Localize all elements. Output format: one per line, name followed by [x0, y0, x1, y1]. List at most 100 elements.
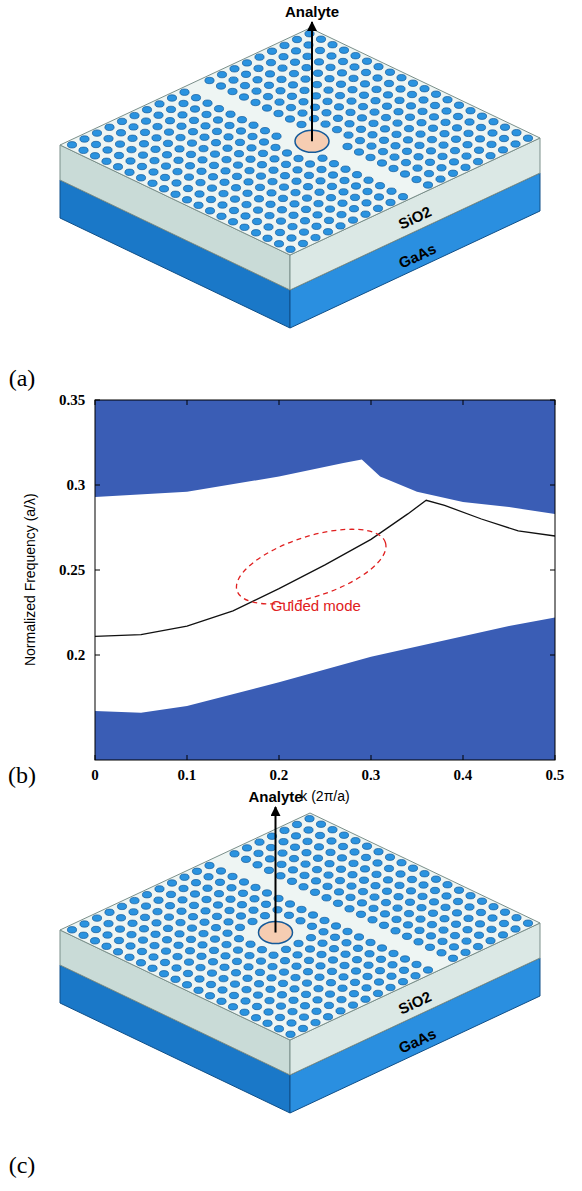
air-hole — [374, 979, 383, 985]
air-hole — [374, 194, 383, 200]
air-hole — [351, 183, 360, 189]
tick-label: 0.2 — [67, 647, 86, 664]
air-hole — [361, 69, 370, 75]
air-hole — [90, 153, 99, 159]
air-hole — [194, 202, 203, 208]
air-hole — [386, 199, 395, 205]
air-hole — [300, 872, 309, 878]
air-hole — [216, 868, 225, 874]
air-hole — [216, 83, 225, 89]
air-hole — [466, 108, 475, 114]
air-hole — [412, 176, 421, 182]
air-hole — [300, 218, 309, 224]
tick — [95, 570, 100, 571]
air-hole — [451, 921, 460, 927]
air-hole — [489, 904, 498, 910]
air-hole — [364, 962, 373, 968]
air-hole — [191, 95, 200, 101]
air-hole — [242, 845, 251, 851]
air-hole — [369, 905, 378, 911]
air-hole — [306, 935, 315, 941]
air-hole — [430, 102, 439, 108]
air-hole — [221, 168, 230, 174]
air-hole — [393, 905, 402, 911]
air-hole — [333, 115, 342, 121]
air-hole — [392, 916, 401, 922]
air-hole — [232, 173, 241, 179]
air-hole — [336, 1008, 345, 1014]
air-hole — [348, 217, 357, 223]
air-hole — [313, 212, 322, 218]
air-hole — [287, 93, 296, 99]
air-hole — [245, 952, 254, 958]
air-hole — [195, 191, 204, 197]
tick-label: 0.25 — [59, 562, 85, 579]
air-hole — [411, 973, 420, 979]
air-hole — [253, 77, 262, 83]
air-hole — [441, 119, 450, 125]
air-hole — [476, 124, 485, 130]
air-hole — [387, 973, 396, 979]
air-hole — [439, 142, 448, 148]
air-hole — [305, 161, 314, 167]
air-hole — [251, 1015, 260, 1021]
air-hole — [244, 964, 253, 970]
axis-title: Normalized Frequency (a/λ) — [22, 494, 37, 667]
air-hole — [464, 130, 473, 136]
air-hole — [161, 948, 170, 954]
air-hole — [301, 76, 310, 82]
air-hole — [288, 82, 297, 88]
air-hole — [389, 165, 398, 171]
air-hole — [153, 123, 162, 129]
air-hole — [388, 962, 397, 968]
air-hole — [269, 167, 278, 173]
air-hole — [305, 816, 314, 822]
air-hole — [301, 861, 310, 867]
air-hole — [164, 129, 173, 135]
air-hole — [354, 149, 363, 155]
air-hole — [349, 206, 358, 212]
air-hole — [429, 114, 438, 120]
tick — [463, 755, 464, 760]
air-hole — [113, 164, 122, 170]
air-hole — [92, 915, 101, 921]
air-hole — [375, 968, 384, 974]
air-hole — [462, 938, 471, 944]
air-hole — [182, 197, 191, 203]
air-hole — [67, 927, 76, 933]
tick — [187, 755, 188, 760]
air-hole — [274, 110, 283, 116]
air-hole — [390, 154, 399, 160]
air-hole — [400, 956, 409, 962]
air-hole — [362, 58, 371, 64]
air-hole — [279, 54, 288, 60]
air-hole — [178, 112, 187, 118]
air-hole — [263, 93, 272, 99]
tick-label: 0.2 — [270, 767, 289, 784]
air-hole — [356, 911, 365, 917]
air-hole — [326, 64, 335, 70]
air-hole — [392, 131, 401, 137]
air-hole — [298, 110, 307, 116]
air-hole — [278, 65, 287, 71]
air-hole — [394, 894, 403, 900]
air-hole — [325, 76, 334, 82]
air-hole — [404, 125, 413, 131]
air-hole — [327, 838, 336, 844]
air-hole — [80, 921, 89, 927]
air-hole — [254, 65, 263, 71]
air-hole — [335, 92, 344, 98]
air-hole — [117, 118, 126, 124]
air-hole — [416, 916, 425, 922]
air-hole — [289, 212, 298, 218]
air-hole — [405, 114, 414, 120]
air-hole — [462, 153, 471, 159]
air-hole — [342, 940, 351, 946]
air-hole — [265, 71, 274, 77]
air-hole — [347, 883, 356, 889]
air-hole — [196, 179, 205, 185]
air-hole — [198, 157, 207, 163]
air-hole — [487, 926, 496, 932]
air-hole — [427, 136, 436, 142]
air-hole — [372, 871, 381, 877]
